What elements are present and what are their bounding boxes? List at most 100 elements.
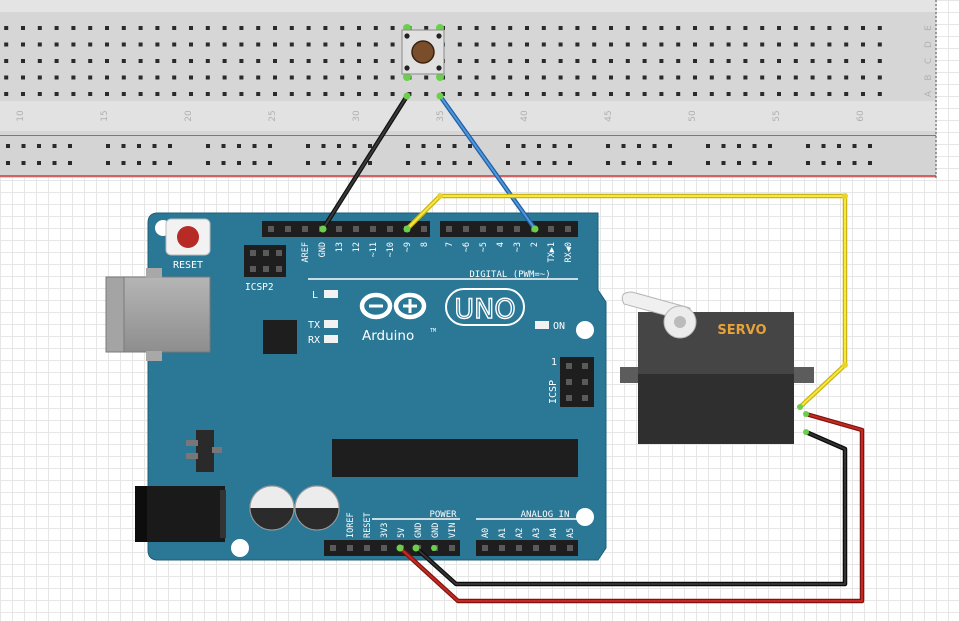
pin-label: A5	[566, 528, 576, 538]
led-l	[324, 290, 338, 298]
header-pin	[582, 379, 588, 385]
header-pin	[387, 226, 393, 232]
pin-label: A0	[481, 528, 491, 538]
icsp-header	[560, 357, 594, 407]
breadboard-row-letter: C	[924, 58, 934, 64]
header-pin	[480, 226, 486, 232]
breadboard-row-letter: A	[924, 90, 934, 97]
header-pin	[364, 545, 370, 551]
header-pin	[276, 250, 282, 256]
pin-label: ~5	[479, 242, 489, 252]
power-jack	[135, 486, 226, 542]
wires	[320, 93, 865, 604]
led-tx	[324, 320, 338, 328]
header-pin	[302, 226, 308, 232]
reset-button[interactable]	[165, 218, 211, 256]
led-rx-label: RX	[308, 335, 320, 346]
led-tx-label: TX	[308, 320, 320, 331]
breadboard-column-number: 30	[352, 110, 362, 122]
header-pin	[330, 545, 336, 551]
header-pin	[263, 266, 269, 272]
wire-endpoints	[319, 92, 848, 552]
arduino-logo-text: Arduino	[362, 328, 414, 344]
pin-label: 4	[496, 242, 506, 247]
header-pin	[268, 226, 274, 232]
pin-label: GND	[414, 523, 424, 538]
pin-label: ~11	[369, 242, 379, 257]
header-pin	[421, 226, 427, 232]
breadboard-row-letter: B	[924, 74, 934, 80]
power-label: POWER	[429, 510, 457, 520]
voltage-regulator	[186, 430, 222, 472]
mounting-hole	[576, 321, 594, 339]
power-header	[324, 540, 460, 556]
pin-label: RESET	[363, 512, 373, 538]
header-pin	[482, 545, 488, 551]
uno-label: UNO	[454, 294, 515, 325]
breadboard-rail-holes	[6, 144, 872, 165]
breadboard-column-number: 10	[16, 110, 26, 122]
pin-label: 13	[335, 242, 345, 252]
icsp-label: ICSP	[548, 380, 559, 404]
header-pin	[381, 545, 387, 551]
breadboard-column-number: 40	[520, 110, 530, 122]
icsp2-header	[244, 245, 286, 277]
header-pin	[582, 363, 588, 369]
usb-connector	[105, 268, 211, 361]
header-pin	[276, 266, 282, 272]
servo-label: SERVO	[717, 323, 766, 338]
pin-label: AREF	[301, 242, 311, 262]
arduino-logo-icon	[359, 292, 427, 320]
pin-label: IOREF	[346, 512, 356, 538]
icsp2-label: ICSP2	[245, 282, 274, 293]
breadboard-column-number: 50	[688, 110, 698, 122]
pin-label: TX▶1	[547, 242, 557, 262]
led-l-label: L	[312, 290, 318, 301]
pin-label: 2	[530, 242, 540, 247]
pin-label: VIN	[448, 523, 458, 538]
pin-label: 12	[352, 242, 362, 252]
pin-label: A2	[515, 528, 525, 538]
breadboard-row-letter: D	[924, 41, 934, 48]
pin-label: GND	[431, 523, 441, 538]
pin-label: A1	[498, 528, 508, 538]
header-pin	[548, 226, 554, 232]
icsp-pin1-label: 1	[551, 357, 557, 368]
breadboard-column-number: 60	[856, 110, 866, 122]
header-pin	[533, 545, 539, 551]
header-pin	[565, 226, 571, 232]
pin-label: A3	[532, 528, 542, 538]
header-pin	[353, 226, 359, 232]
led-on-label: ON	[553, 321, 565, 332]
push-button-cap[interactable]	[411, 40, 435, 64]
pin-label: 5V	[397, 528, 407, 538]
header-pin	[446, 226, 452, 232]
capacitor	[294, 485, 340, 531]
pin-label: 8	[420, 242, 430, 247]
push-button[interactable]	[401, 24, 445, 81]
pin-label: 3V3	[380, 523, 390, 538]
breadboard-row-letter: E	[924, 25, 934, 31]
analog-header	[476, 540, 578, 556]
header-pin	[285, 226, 291, 232]
capacitor	[249, 485, 295, 531]
header-pin	[566, 363, 572, 369]
pin-label: ~9	[403, 242, 413, 252]
header-pin	[499, 545, 505, 551]
pin-label: RX◀0	[564, 242, 574, 262]
digital-label: DIGITAL (PWM=~)	[469, 270, 550, 280]
breadboard-column-number: 35	[436, 110, 446, 121]
servo-motor: SERVO	[620, 291, 814, 444]
header-pin	[250, 250, 256, 256]
header-pin	[550, 545, 556, 551]
uno-badge: UNO	[445, 288, 525, 326]
microcontroller-chip	[263, 320, 297, 354]
atmega-chip	[332, 439, 578, 477]
analog-in-label: ANALOG IN	[521, 510, 570, 520]
header-pin	[516, 545, 522, 551]
header-pin	[263, 250, 269, 256]
mounting-hole	[231, 539, 249, 557]
breadboard-column-number: 15	[100, 110, 110, 121]
